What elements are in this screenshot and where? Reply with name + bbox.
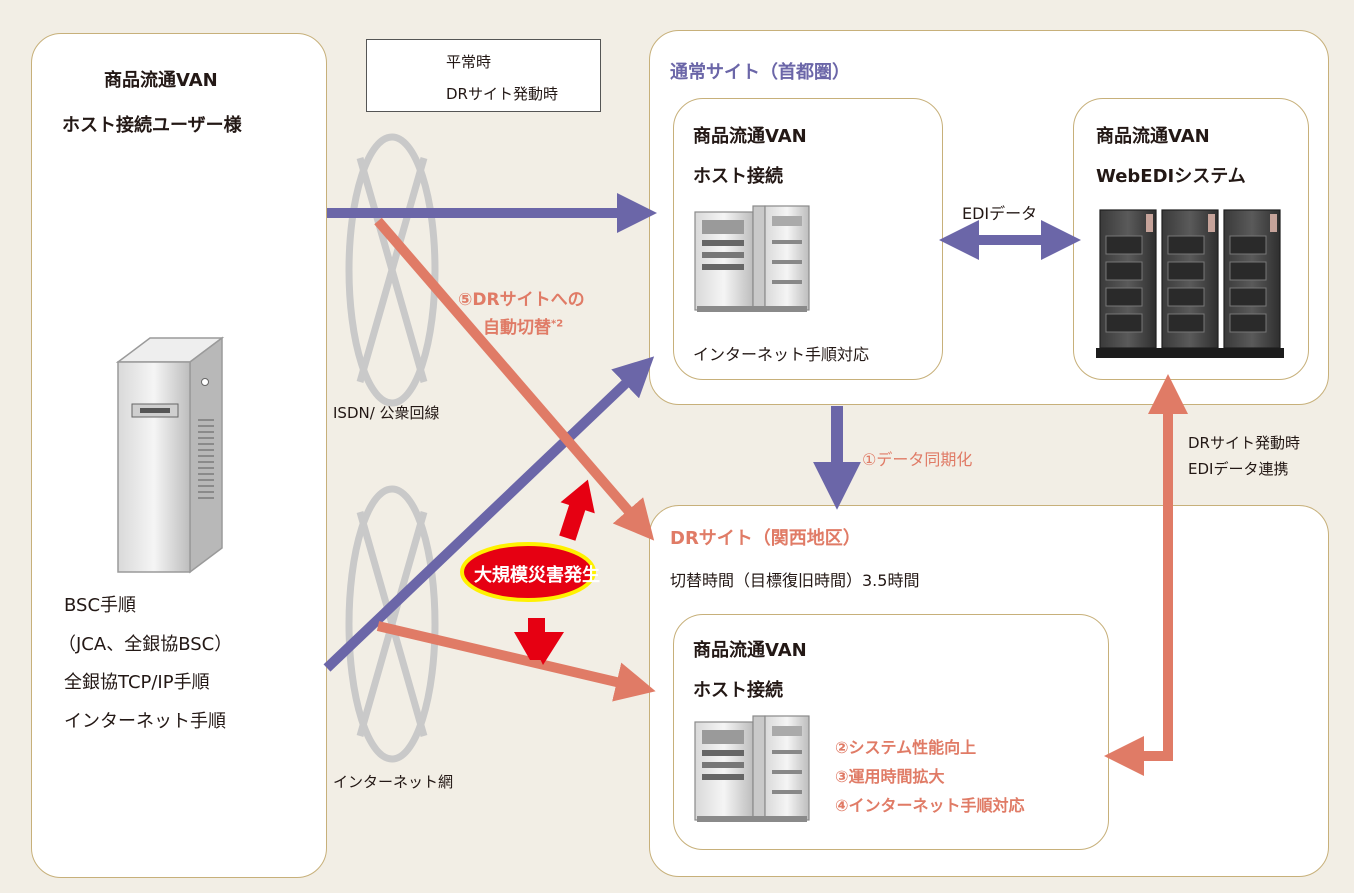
- dr-arrow-internet: [376, 621, 656, 702]
- dr-host-line1: 商品流通VAN: [693, 640, 807, 661]
- host-server-icon-dr: [694, 715, 810, 822]
- dr-edi-line1: DRサイト発動時: [1188, 434, 1300, 452]
- main-site-title: 通常サイト（首都圏）: [670, 62, 850, 83]
- webedi-rack-icon: [1096, 209, 1284, 358]
- main-host-line1: 商品流通VAN: [693, 126, 807, 147]
- host-server-icon-main: [694, 205, 810, 312]
- dr-site-title: DRサイト（関西地区）: [670, 528, 861, 549]
- protocol-item: インターネット手順: [64, 711, 226, 732]
- tower-server-icon: [115, 336, 225, 574]
- dr-edi-arrow: [1103, 374, 1188, 776]
- dr-feature-item: ②システム性能向上: [835, 738, 977, 757]
- legend-dr-label: DRサイト発動時: [446, 85, 558, 103]
- tower-vent-lines: [198, 419, 214, 499]
- webedi-line1: 商品流通VAN: [1096, 126, 1210, 147]
- protocol-item: 全銀協TCP/IP手順: [64, 672, 210, 693]
- data-sync-label: ①データ同期化: [862, 450, 973, 469]
- user-title-line2: ホスト接続ユーザー様: [62, 115, 242, 136]
- protocol-item: （JCA、全銀協BSC）: [58, 634, 233, 655]
- dr-feature-item: ③運用時間拡大: [835, 767, 945, 786]
- internet-label: インターネット網: [333, 773, 454, 791]
- main-host-line2: ホスト接続: [693, 166, 783, 187]
- internet-network-icon: [345, 485, 439, 763]
- user-title-line1: 商品流通VAN: [104, 70, 218, 91]
- edi-data-label: EDIデータ: [962, 204, 1038, 223]
- disaster-burst-icon: [460, 479, 596, 665]
- legend-normal-label: 平常時: [446, 53, 492, 71]
- auto-switch-text: 自動切替: [483, 318, 551, 338]
- auto-switch-line2: 自動切替*2: [483, 313, 563, 338]
- dr-feature-item: ④インターネット手順対応: [835, 796, 1025, 815]
- main-host-caption: インターネット手順対応: [693, 345, 870, 364]
- dr-switch-time: 切替時間（目標復旧時間）3.5時間: [670, 571, 920, 590]
- isdn-label: ISDN/ 公衆回線: [333, 404, 440, 422]
- dr-edi-line2: EDIデータ連携: [1188, 460, 1289, 478]
- normal-arrow-internet: [323, 356, 655, 672]
- dr-host-line2: ホスト接続: [693, 680, 783, 701]
- dr-arrow-isdn: [374, 217, 655, 541]
- isdn-network-icon: [345, 133, 439, 407]
- auto-switch-note: *2: [551, 318, 564, 330]
- auto-switch-line1: ⑤DRサイトへの: [458, 290, 585, 310]
- disaster-label: 大規模災害発生: [474, 565, 600, 586]
- webedi-line2: WebEDIシステム: [1096, 166, 1246, 187]
- legend: [366, 39, 601, 112]
- protocol-item: BSC手順: [64, 595, 137, 616]
